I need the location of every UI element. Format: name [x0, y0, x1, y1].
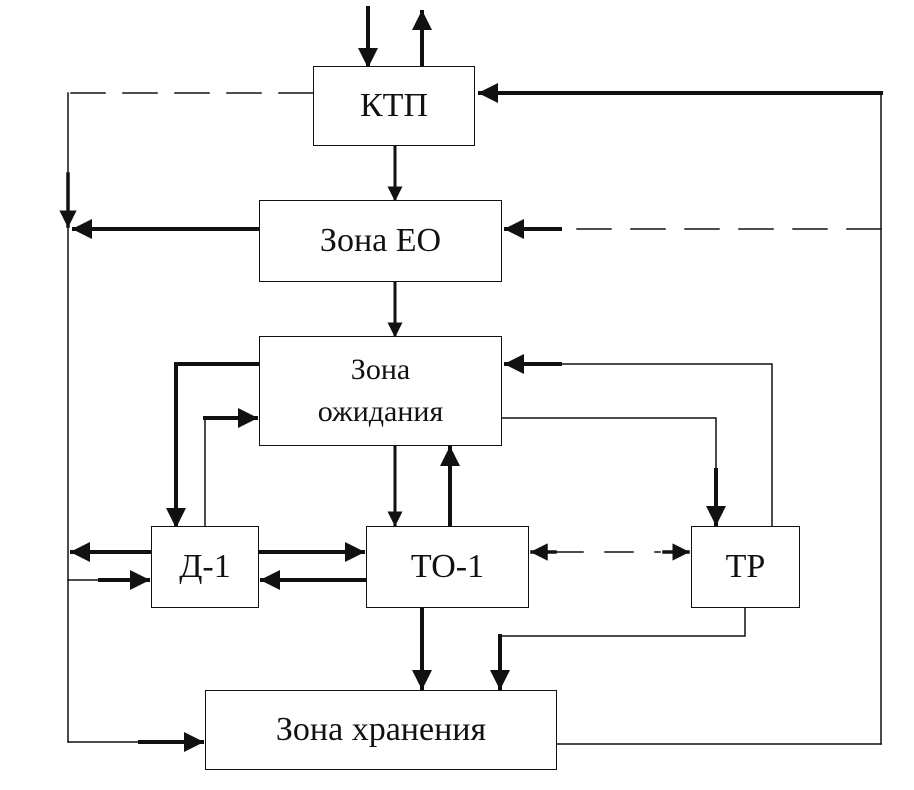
- tr-node: ТР: [691, 526, 800, 608]
- d1-label: Д-1: [179, 548, 231, 585]
- zona-eo-label: Зона ЕО: [319, 222, 442, 259]
- tr-to-hran-line: [499, 607, 746, 651]
- ozhid-to-d1-arrow: [166, 362, 261, 528]
- ozhid-to-tr-line: [501, 417, 717, 471]
- ktp-label: КТП: [360, 87, 428, 124]
- ktp-node: КТП: [313, 66, 475, 146]
- ozhidaniya-label-line2: ожидания: [317, 395, 444, 428]
- ozhidaniya-label-line1: Зона: [350, 353, 411, 386]
- tr-to-ozhid-line: [559, 363, 773, 527]
- ozhidaniya-node: Зона ожидания: [259, 336, 502, 446]
- zona-eo-node: Зона ЕО: [259, 200, 502, 282]
- d1-node: Д-1: [151, 526, 259, 608]
- zona-hraneniya-label: Зона хранения: [275, 711, 487, 748]
- zona-hraneniya-node: Зона хранения: [205, 690, 557, 770]
- to1-label: ТО-1: [410, 548, 485, 585]
- to1-node: ТО-1: [366, 526, 529, 608]
- tr-label: ТР: [725, 548, 766, 585]
